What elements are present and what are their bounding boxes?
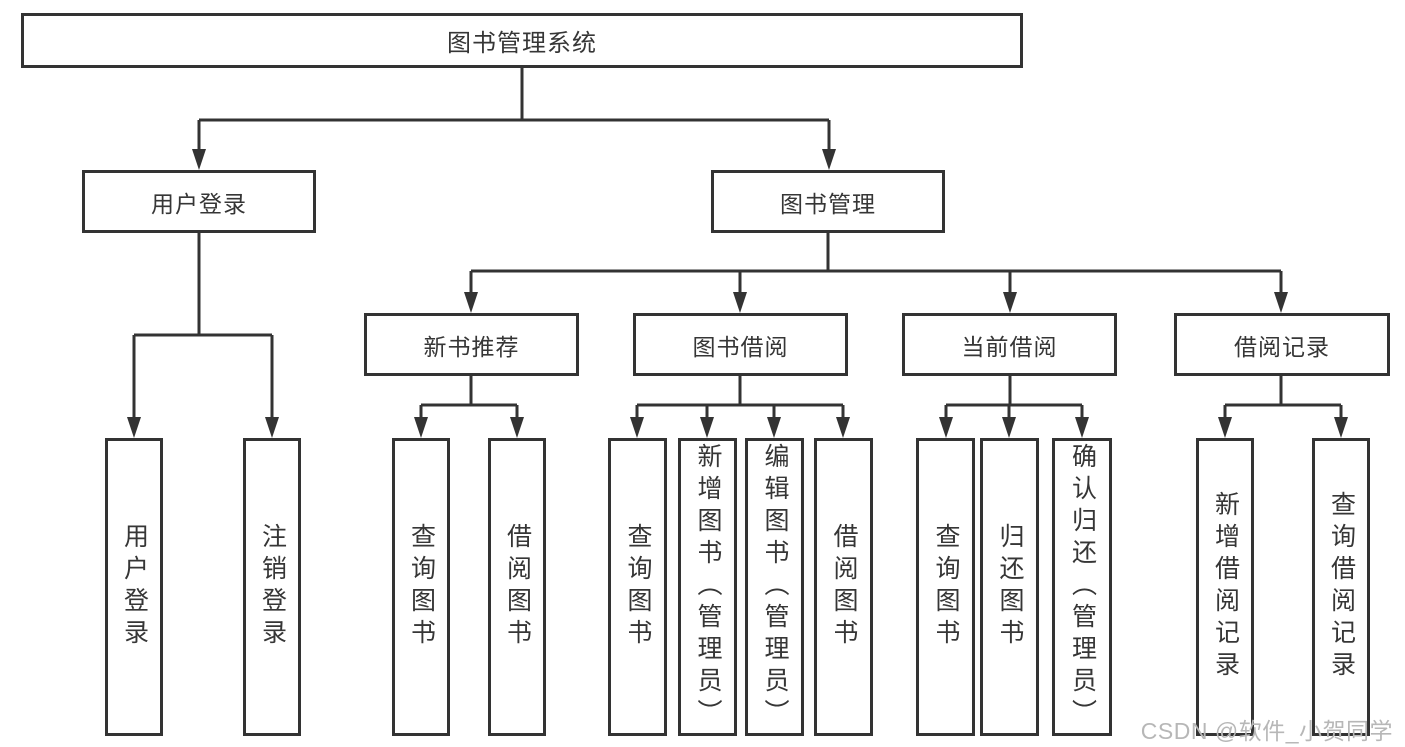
node-query-borrow-record: 查询借阅记录: [1312, 438, 1370, 736]
node-root: 图书管理系统: [21, 13, 1023, 68]
connector-book-management: [469, 233, 1283, 293]
node-borrow-books-borrowing-label: 借阅图书: [830, 523, 858, 651]
node-add-borrow-record: 新增借阅记录: [1196, 438, 1254, 736]
node-user-login-label: 用户登录: [151, 190, 247, 217]
connector-user-login: [132, 233, 274, 419]
node-return-books: 归还图书: [980, 438, 1039, 736]
node-user-login: 用户登录: [82, 170, 316, 233]
node-book-borrowing-label: 图书借阅: [692, 333, 789, 360]
node-logout: 注销登录: [243, 438, 301, 736]
node-borrowing-records: 借阅记录: [1174, 313, 1390, 376]
node-confirm-return-admin-label: 确认归还（管理员）: [1068, 443, 1097, 731]
node-borrowing-records-label: 借阅记录: [1234, 333, 1330, 360]
connector-current-borrowing: [944, 376, 1084, 419]
arrowhead-leaf-3: [414, 417, 428, 438]
node-query-borrow-record-label: 查询借阅记录: [1327, 491, 1356, 683]
arrowhead-leaf-10: [1002, 417, 1016, 438]
node-book-management-label: 图书管理: [780, 190, 876, 217]
node-query-books-current: 查询图书: [916, 438, 975, 736]
arrowhead-borrowing-records: [1274, 292, 1288, 313]
node-query-books-recommend: 查询图书: [392, 438, 450, 736]
node-add-borrow-record-label: 新增借阅记录: [1211, 491, 1240, 683]
node-return-books-label: 归还图书: [996, 523, 1024, 651]
node-borrow-books-borrowing: 借阅图书: [814, 438, 873, 736]
node-query-books-borrowing: 查询图书: [608, 438, 667, 736]
arrowhead-leaf-12: [1218, 417, 1232, 438]
node-query-books-borrowing-label: 查询图书: [624, 523, 652, 651]
arrowhead-user-login: [192, 149, 206, 170]
connector-root-stem: [197, 68, 831, 151]
node-add-books-admin: 新增图书（管理员）: [678, 438, 737, 736]
node-confirm-return-admin: 确认归还（管理员）: [1052, 438, 1112, 736]
node-root-label: 图书管理系统: [447, 30, 597, 57]
arrowhead-leaf-13: [1334, 417, 1348, 438]
node-borrow-books-recommend-label: 借阅图书: [503, 523, 532, 651]
node-edit-books-admin-label: 编辑图书（管理员）: [761, 443, 789, 731]
arrowhead-leaf-8: [836, 417, 850, 438]
node-book-management: 图书管理: [711, 170, 945, 233]
arrowhead-leaf-11: [1075, 417, 1089, 438]
csdn-watermark: CSDN @软件_小贺同学: [1140, 718, 1393, 744]
node-query-books-recommend-label: 查询图书: [407, 523, 436, 651]
node-edit-books-admin: 编辑图书（管理员）: [745, 438, 804, 736]
arrowhead-leaf-9: [939, 417, 953, 438]
arrowhead-current-borrowing: [1003, 292, 1017, 313]
arrowhead-leaf-7: [767, 417, 781, 438]
arrowhead-new-book-recommend: [464, 292, 478, 313]
arrowhead-book-management: [822, 149, 836, 170]
node-current-borrowing-label: 当前借阅: [961, 333, 1058, 360]
connector-new-book-recommend: [419, 376, 519, 419]
node-current-borrowing: 当前借阅: [902, 313, 1117, 376]
node-add-books-admin-label: 新增图书（管理员）: [694, 443, 722, 731]
arrowhead-book-borrowing: [733, 292, 747, 313]
node-user-login-action: 用户登录: [105, 438, 163, 736]
node-user-login-action-label: 用户登录: [120, 523, 149, 651]
connector-borrowing-records: [1223, 376, 1343, 419]
arrowhead-leaf-6: [700, 417, 714, 438]
node-logout-label: 注销登录: [258, 523, 287, 651]
node-query-books-current-label: 查询图书: [932, 523, 960, 651]
arrowhead-leaf-4: [510, 417, 524, 438]
node-new-book-recommend-label: 新书推荐: [423, 333, 520, 360]
node-new-book-recommend: 新书推荐: [364, 313, 579, 376]
node-borrow-books-recommend: 借阅图书: [488, 438, 546, 736]
arrowhead-logout-leaf: [265, 417, 279, 438]
connector-book-borrowing: [635, 376, 845, 419]
arrowhead-leaf-5: [630, 417, 644, 438]
node-book-borrowing: 图书借阅: [633, 313, 848, 376]
arrowhead-user-login-leaf: [127, 417, 141, 438]
